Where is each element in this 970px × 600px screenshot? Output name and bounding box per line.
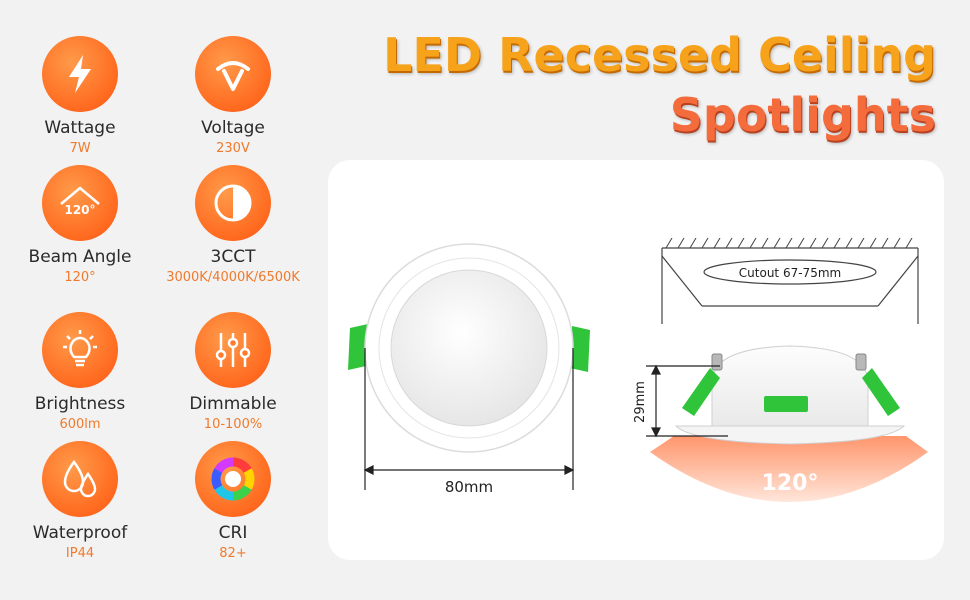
side-left-spring [682,368,720,416]
beam-angle-label: 120° [762,471,819,496]
lightning-icon [42,36,118,112]
beam-fan [650,436,928,502]
ceiling-cutout-diagram [661,237,919,324]
spec-label: Beam Angle [28,247,132,267]
beam-angle-icon-text: 120° [64,203,95,217]
spec-value: 600lm [59,417,101,432]
product-panel: 80mm Cutout 67-75mm 120° [328,160,944,560]
left-spring-clip [348,324,368,370]
bulb-icon [42,312,118,388]
height-label: 29mm [633,381,648,423]
spec-value: 10-100% [203,417,263,432]
right-spring-clip [570,326,590,372]
side-right-spring [862,368,900,416]
spec-label: CRI [218,523,248,543]
diameter-dimension [363,348,575,490]
spec-brightness: Brightness 600lm [10,312,150,434]
beam-angle-icon: 120° [42,165,118,241]
sliders-icon [195,312,271,388]
diameter-label: 80mm [445,478,493,496]
downlight-side-view [674,345,906,445]
spec-value: 120° [64,270,96,285]
spec-3cct: 3CCT 3000K/4000K/6500K [163,165,303,287]
spec-value: 3000K/4000K/6500K [166,270,300,285]
spec-voltage: Voltage 230V [163,36,303,158]
spec-label: Voltage [201,118,265,138]
color-temperature-icon [195,165,271,241]
spec-cri: CRI 82+ [163,441,303,563]
spec-label: Wattage [44,118,116,138]
title-line-1: LED Recessed Ceiling [383,28,936,82]
cutout-label: Cutout 67-75mm [739,266,841,280]
spec-dimmable: Dimmable 10-100% [163,312,303,434]
spec-value: 7W [69,141,91,156]
color-wheel-icon [195,441,271,517]
voltage-icon [195,36,271,112]
water-drops-icon [42,441,118,517]
spec-label: Waterproof [32,523,128,543]
spec-wattage: Wattage 7W [10,36,150,158]
downlight-front-view [348,243,590,453]
spec-waterproof: Waterproof IP44 [10,441,150,563]
side-clip [764,396,808,412]
height-dimension [646,364,728,438]
product-diagram: 80mm Cutout 67-75mm 120° [348,237,928,502]
spec-value: 82+ [219,546,247,561]
spec-label: 3CCT [210,247,256,267]
spec-label: Dimmable [189,394,277,414]
spec-beam-angle: 120° Beam Angle 120° [10,165,150,287]
spec-value: 230V [216,141,250,156]
spec-value: IP44 [65,546,95,561]
spec-label: Brightness [34,394,126,414]
title-line-2: Spotlights [669,88,936,142]
